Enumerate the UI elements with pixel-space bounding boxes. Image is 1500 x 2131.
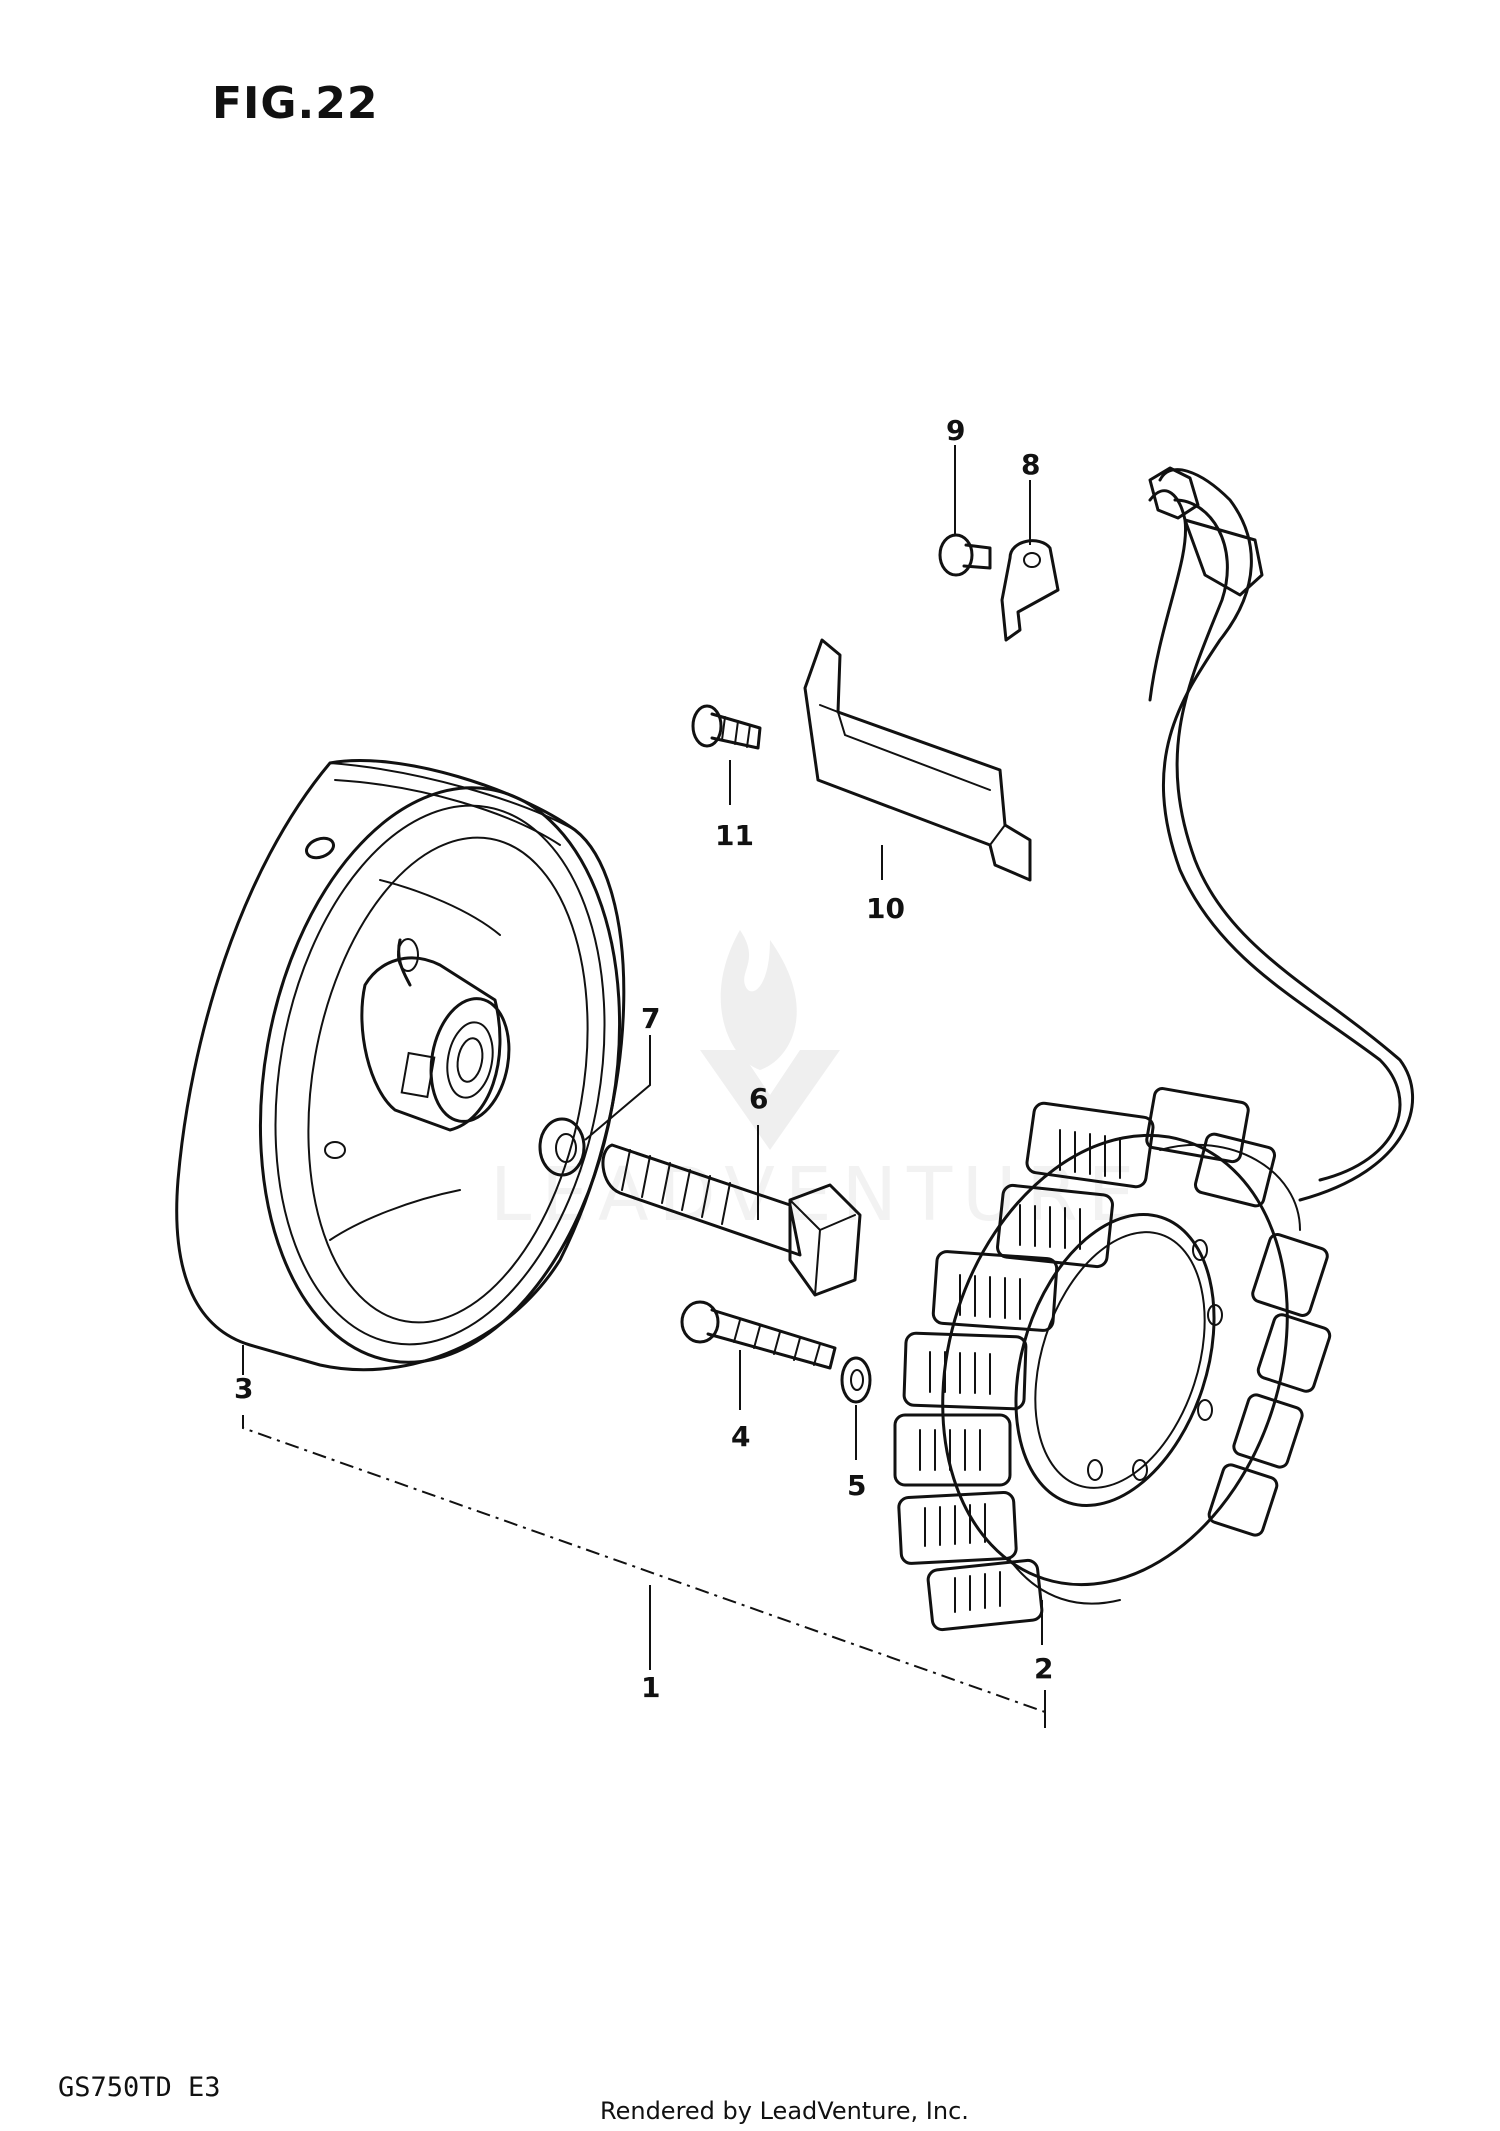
part-7-washer [538, 1117, 586, 1177]
callout-11: 11 [715, 819, 754, 852]
leader-7 [584, 1035, 651, 1141]
callout-2: 2 [1034, 1652, 1053, 1685]
footer-credit: Rendered by LeadVenture, Inc. [600, 2097, 969, 2125]
part-10-cover-plate [803, 638, 1032, 882]
part-4-stator-screw [680, 1300, 837, 1370]
part-8-clamp [1000, 539, 1060, 642]
rotor-flywheel [175, 759, 626, 1372]
callout-9: 9 [946, 414, 965, 447]
part-9-bolt [938, 533, 992, 577]
leader-lines [242, 445, 1046, 1728]
callout-7: 7 [641, 1002, 660, 1035]
callout-8: 8 [1021, 448, 1040, 481]
part-11-screw [691, 704, 762, 750]
part-2-stator [893, 466, 1414, 1632]
part-6-rotor-bolt [601, 1143, 862, 1297]
callout-6: 6 [749, 1082, 768, 1115]
callout-10: 10 [866, 892, 905, 925]
callouts: 9 8 11 10 7 6 3 4 5 2 1 [234, 414, 1053, 1704]
callout-1: 1 [641, 1671, 660, 1704]
model-code: GS750TD E3 [58, 2072, 221, 2103]
part-5-washer [840, 1356, 872, 1404]
callout-5: 5 [847, 1469, 866, 1502]
callout-4: 4 [731, 1420, 750, 1453]
figure-title: FIG.22 [212, 78, 379, 129]
callout-3: 3 [234, 1372, 253, 1405]
